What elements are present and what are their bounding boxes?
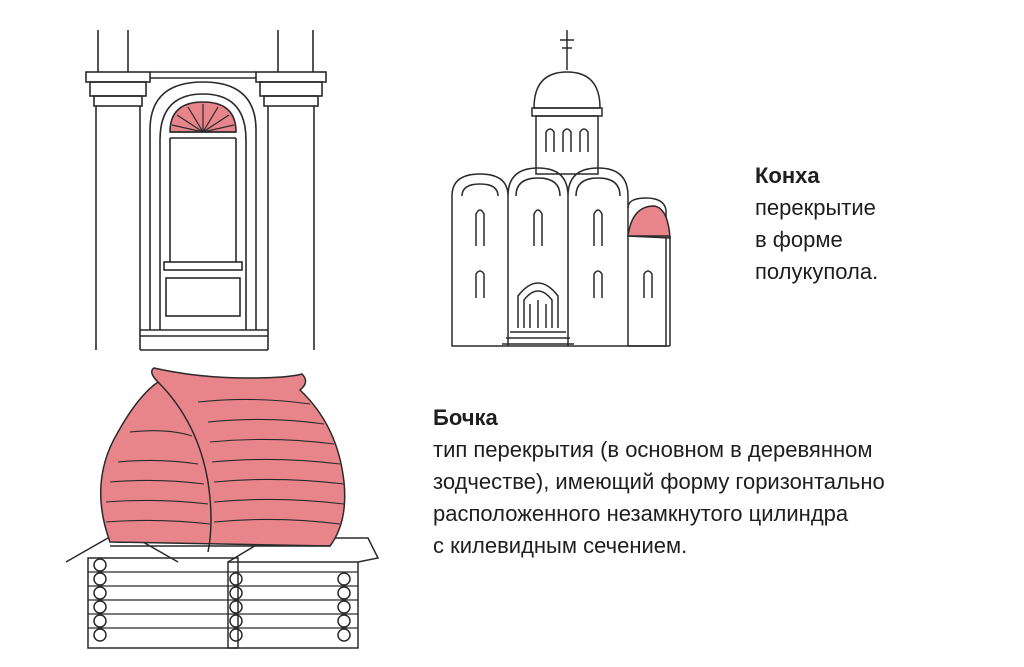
bochka-definition-block: Бочка тип перекрытия (в основном в дерев… [433,402,1013,562]
bochka-title: Бочка [433,405,498,430]
niche-conch-illustration [85,30,327,351]
bochka-definition: тип перекрытия (в основном в деревянном … [433,437,885,558]
koncha-definition-block: Конха перекрытие в форме полукупола. [755,160,995,288]
church-apse-illustration [451,30,671,347]
koncha-definition: перекрытие в форме полукупола. [755,195,879,284]
barrel-roof-illustration [65,367,380,649]
koncha-title: Конха [755,163,820,188]
